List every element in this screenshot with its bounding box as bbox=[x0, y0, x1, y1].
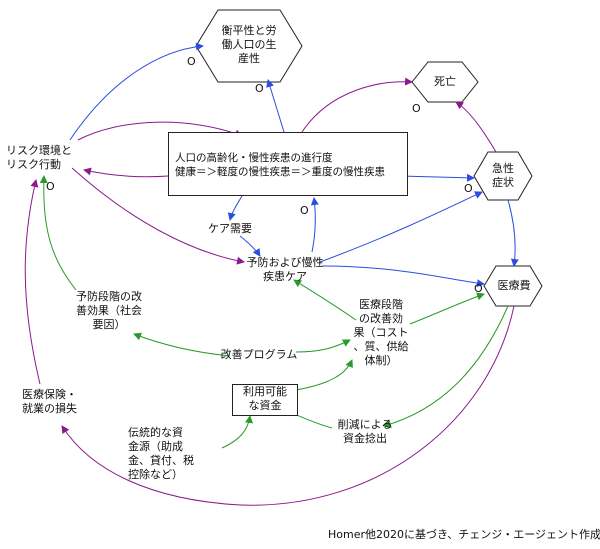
link-prevention-to-acute bbox=[319, 191, 483, 263]
link-trad-funds-to-funds bbox=[221, 415, 253, 449]
link-funds-to-care-effect bbox=[295, 359, 353, 391]
node-medical-cost: 医療費 bbox=[497, 279, 531, 292]
node-savings: 削減による 資金捻出 bbox=[337, 418, 393, 445]
link-mark-o7: O bbox=[474, 282, 483, 295]
link-mark-o6: O bbox=[300, 204, 309, 217]
link-care-effect-to-cost bbox=[409, 292, 485, 325]
node-funds: 利用可能 な資金 bbox=[232, 384, 298, 416]
node-aging: 人口の高齢化・慢性疾患の進行度 健康＝＞軽度の慢性疾患＝＞重度の慢性疾患 bbox=[168, 132, 408, 196]
link-acute-to-cost bbox=[507, 199, 519, 267]
node-death: 死亡 bbox=[434, 75, 456, 88]
link-prevention-to-aging bbox=[310, 197, 319, 253]
node-prev-effect: 予防段階の改 善効果（社会 要因） bbox=[76, 290, 142, 331]
link-risk-to-equity bbox=[69, 42, 204, 141]
link-mark-o5: O bbox=[46, 180, 55, 193]
node-care-need: ケア需要 bbox=[208, 222, 252, 235]
link-improve-to-prev-effect bbox=[133, 332, 231, 357]
link-cost-to-insurance-loss bbox=[61, 305, 515, 506]
node-prevention: 予防および慢性 疾患ケア bbox=[246, 256, 324, 283]
link-acute-to-death bbox=[455, 101, 497, 153]
link-risk-to-prevention bbox=[71, 167, 245, 265]
link-aging-to-death bbox=[301, 77, 413, 133]
node-insurance-loss: 医療保険・ 就業の損失 bbox=[22, 388, 77, 415]
node-acute: 急性 症状 bbox=[492, 162, 514, 189]
link-prevention-to-cost bbox=[321, 265, 485, 288]
link-mark-o2: O bbox=[255, 82, 264, 95]
link-mark-o3: O bbox=[412, 102, 421, 115]
link-care-effect-to-prevention bbox=[293, 279, 357, 321]
link-mark-o1: O bbox=[187, 55, 196, 68]
link-care-need-to-prevention bbox=[239, 235, 261, 257]
link-risk-to-aging bbox=[77, 121, 243, 141]
link-aging-to-risk bbox=[83, 167, 169, 178]
node-trad-funds: 伝統的な資 金源（助成 金、貸付、税 控除など） bbox=[128, 426, 194, 481]
node-care-effect: 医療段階 の改善効 果（コスト 、質、供給 体制） bbox=[353, 298, 409, 367]
link-insurance-loss-to-risk bbox=[24, 179, 41, 385]
link-aging-to-care-need bbox=[227, 195, 243, 221]
node-equity-productivity: 衡平性と労 働人口の生 産性 bbox=[221, 24, 277, 65]
link-mark-o4: O bbox=[464, 182, 473, 195]
link-cost-to-savings bbox=[383, 305, 509, 428]
link-aging-to-equity bbox=[266, 79, 285, 133]
node-improve-prog: 改善プログラム bbox=[220, 348, 298, 361]
link-prev-effect-to-risk bbox=[39, 175, 77, 291]
node-risk-env: リスク環境と リスク行動 bbox=[6, 144, 72, 171]
credit-note: Homer他2020に基づき、チェンジ・エージェント作成 bbox=[328, 528, 600, 541]
link-improve-to-care-effect bbox=[295, 339, 351, 353]
link-aging-to-acute bbox=[399, 173, 475, 182]
